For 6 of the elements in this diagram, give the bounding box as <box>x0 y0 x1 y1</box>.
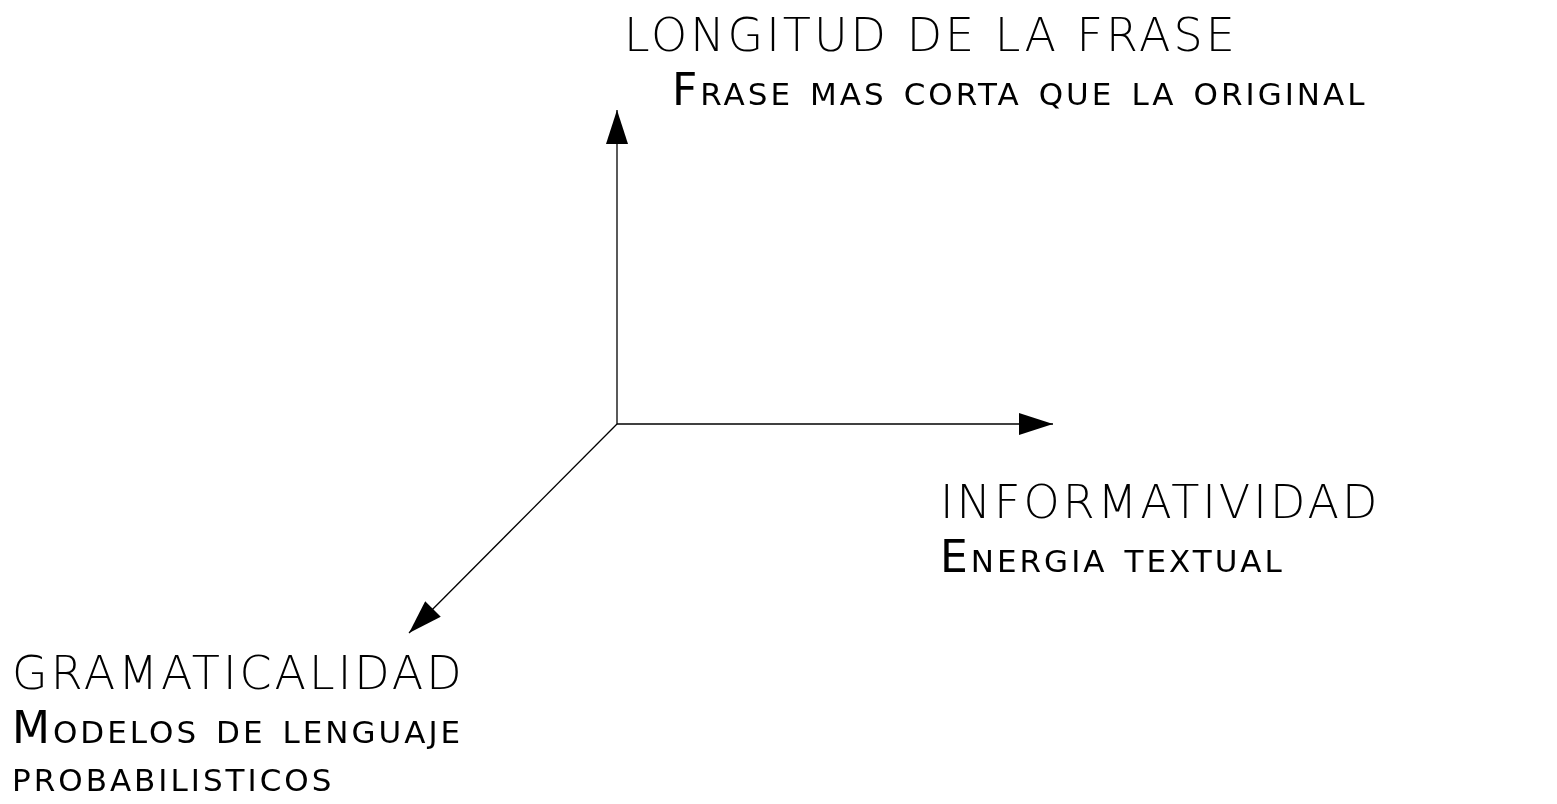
axis-title: LONGITUD DE LA FRASE <box>624 10 1238 61</box>
axis-subtitle: Energia textual <box>940 533 1285 582</box>
axis-subtitle: Frase mas corta que la original <box>672 66 1368 115</box>
axis-title: GRAMATICALIDAD <box>12 648 465 699</box>
axis-subtitle: Modelos de lenguaje probabilisticos <box>12 704 465 801</box>
axis-title: INFORMATIVIDAD <box>940 477 1381 528</box>
